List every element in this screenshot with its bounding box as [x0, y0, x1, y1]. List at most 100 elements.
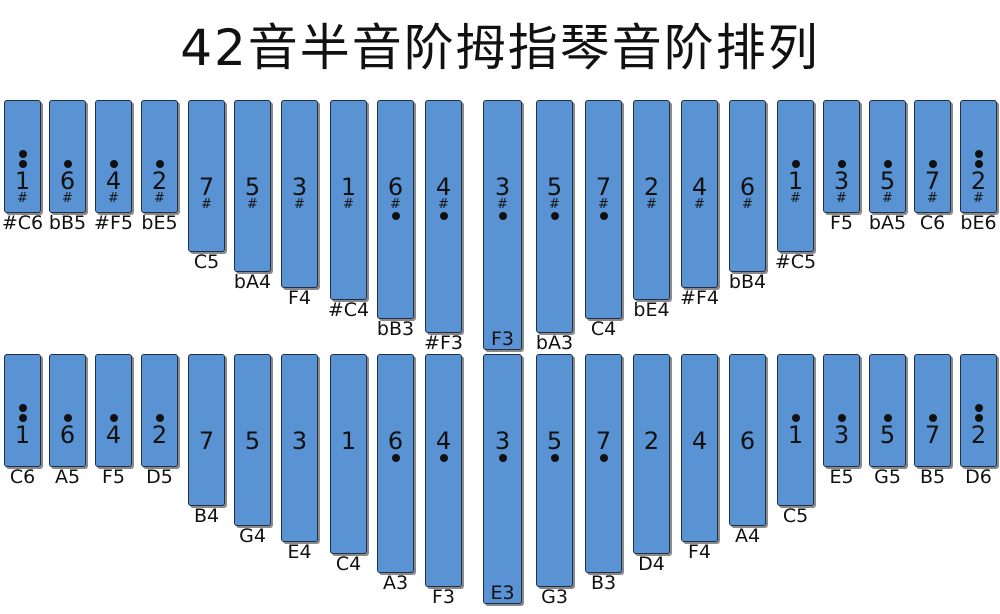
lower-tine-21[interactable]: 2: [960, 354, 997, 467]
upper-tine-16[interactable]: 6#: [729, 100, 766, 272]
upper-tine-15[interactable]: 4#: [681, 100, 718, 288]
solfege-label: 2: [961, 403, 996, 447]
upper-tine-2[interactable]: 6#: [49, 100, 86, 213]
solfege-label: 4#: [426, 175, 461, 221]
upper-tine-21[interactable]: 2#: [960, 100, 997, 213]
lower-tine-12[interactable]: 5: [536, 354, 573, 587]
scale-degree: 4: [436, 429, 451, 453]
sharp-sign: #: [927, 192, 938, 205]
scale-degree: 7: [925, 423, 940, 447]
lower-tine-14[interactable]: 2: [633, 354, 670, 554]
upper-tine-10[interactable]: 4#: [425, 100, 462, 333]
octave-down-dot: [551, 454, 559, 462]
scale-degree: 2: [152, 169, 167, 193]
sharp-sign: #: [497, 198, 508, 211]
scale-degree: 3: [834, 423, 849, 447]
upper-tine-4[interactable]: 2#: [141, 100, 178, 213]
lower-tine-8[interactable]: 1: [330, 354, 367, 554]
sharp-sign: #: [294, 198, 305, 211]
octave-down-dot: [392, 212, 400, 220]
lower-tine-18[interactable]: 3: [823, 354, 860, 467]
lower-tine-15[interactable]: 4: [681, 354, 718, 542]
sharp-sign: #: [790, 192, 801, 205]
solfege-label: 1: [5, 403, 40, 447]
upper-tine-20[interactable]: 7#: [914, 100, 951, 213]
sharp-sign: #: [390, 198, 401, 211]
scale-degree: 2: [644, 175, 659, 199]
lower-tine-13[interactable]: 7: [585, 354, 622, 573]
upper-tine-13[interactable]: 7#: [585, 100, 622, 319]
lower-tine-1[interactable]: 1: [4, 354, 41, 467]
scale-degree: 1: [788, 169, 803, 193]
upper-tine-11[interactable]: 3#: [483, 100, 522, 350]
scale-degree: 6: [388, 429, 403, 453]
upper-tine-19[interactable]: 5#: [869, 100, 906, 213]
octave-down-dot: [392, 454, 400, 462]
sharp-sign: #: [598, 198, 609, 211]
solfege-label: 7#: [586, 175, 621, 221]
solfege-label: 5#: [235, 175, 270, 211]
lower-tine-9[interactable]: 6: [377, 354, 414, 573]
scale-degree: 2: [152, 423, 167, 447]
lower-tine-6[interactable]: 5: [234, 354, 271, 526]
solfege-label: 5: [235, 429, 270, 453]
note-name: E3: [473, 582, 533, 604]
upper-tine-8[interactable]: 1#: [330, 100, 367, 300]
scale-degree: 1: [788, 423, 803, 447]
sharp-sign: #: [108, 192, 119, 205]
note-name: F3: [473, 328, 533, 350]
upper-tine-6[interactable]: 5#: [234, 100, 271, 272]
upper-tine-18[interactable]: 3#: [823, 100, 860, 213]
lower-tine-3[interactable]: 4: [95, 354, 132, 467]
solfege-label: 6#: [378, 175, 413, 221]
lower-tine-20[interactable]: 7: [914, 354, 951, 467]
sharp-sign: #: [201, 198, 212, 211]
scale-degree: 1: [341, 175, 356, 199]
lower-tine-17[interactable]: 1: [777, 354, 814, 506]
lower-tine-4[interactable]: 2: [141, 354, 178, 467]
scale-degree: 5: [245, 175, 260, 199]
sharp-sign: #: [154, 192, 165, 205]
scale-degree: 5: [547, 429, 562, 453]
upper-tine-12[interactable]: 5#: [536, 100, 573, 333]
note-name: bE6: [949, 212, 1000, 234]
solfege-label: 4: [426, 429, 461, 463]
solfege-label: 3: [484, 429, 521, 463]
octave-up-dot: [975, 404, 983, 412]
sharp-sign: #: [836, 192, 847, 205]
scale-degree: 4: [692, 429, 707, 453]
scale-degree: 6: [60, 423, 75, 447]
upper-tine-9[interactable]: 6#: [377, 100, 414, 319]
upper-tine-7[interactable]: 3#: [281, 100, 318, 288]
octave-up-dot: [19, 404, 27, 412]
sharp-sign: #: [549, 198, 560, 211]
octave-down-dot: [499, 454, 507, 462]
scale-degree: 2: [644, 429, 659, 453]
scale-degree: 4: [106, 169, 121, 193]
solfege-label: 6#: [50, 159, 85, 205]
lower-tine-2[interactable]: 6: [49, 354, 86, 467]
solfege-label: 6: [50, 413, 85, 447]
octave-down-dot: [551, 212, 559, 220]
scale-degree: 5: [880, 169, 895, 193]
solfege-label: 5: [870, 413, 905, 447]
upper-tine-5[interactable]: 7#: [188, 100, 225, 252]
upper-tine-3[interactable]: 4#: [95, 100, 132, 213]
lower-tine-5[interactable]: 7: [188, 354, 225, 506]
lower-tine-7[interactable]: 3: [281, 354, 318, 542]
sharp-sign: #: [646, 198, 657, 211]
lower-tine-10[interactable]: 4: [425, 354, 462, 587]
lower-tine-19[interactable]: 5: [869, 354, 906, 467]
upper-tine-17[interactable]: 1#: [777, 100, 814, 252]
sharp-sign: #: [17, 192, 28, 205]
octave-down-dot: [600, 212, 608, 220]
upper-tine-14[interactable]: 2#: [633, 100, 670, 300]
scale-degree: 1: [341, 429, 356, 453]
lower-tine-11[interactable]: 3: [483, 354, 522, 604]
solfege-label: 7#: [915, 159, 950, 205]
solfege-label: 2: [634, 429, 669, 453]
upper-tine-1[interactable]: 1#: [4, 100, 41, 213]
lower-tine-16[interactable]: 6: [729, 354, 766, 526]
